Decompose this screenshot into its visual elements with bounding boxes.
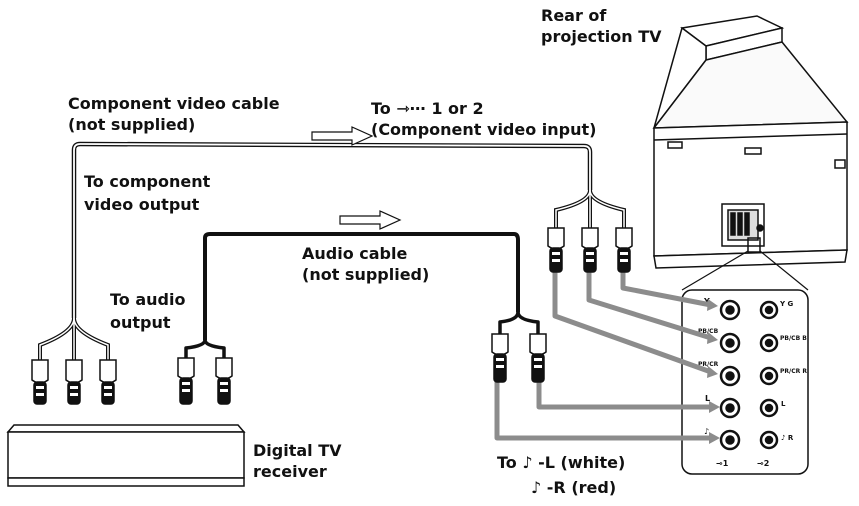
audio-plugs-tv — [491, 333, 547, 383]
to-component-input-label-line1: To ⇾⋯ 1 or 2 — [371, 99, 484, 118]
callout-lines — [681, 250, 809, 291]
component-plugs-receiver — [31, 359, 117, 405]
component-video-cable — [38, 141, 626, 360]
to-audio-input-label-line2: ♪ -R (red) — [531, 478, 617, 497]
digital-tv-receiver-label-line2: receiver — [253, 462, 327, 481]
audio-cable-label-line1: Audio cable — [302, 244, 408, 263]
component-plugs-tv — [547, 227, 633, 273]
to-component-input-label-line2: (Component video input) — [371, 120, 597, 139]
to-component-output-label-line2: video output — [84, 195, 200, 214]
to-component-output-label-line1: To component — [84, 172, 211, 191]
audio-plugs-receiver — [177, 357, 233, 405]
panel-label-audio-2: ♪ R — [781, 434, 794, 442]
panel-label-input-2: ⊸2 — [757, 459, 769, 468]
projection-tv — [652, 15, 849, 269]
panel-label-l-1: L — [705, 394, 710, 403]
panel-label-pb-1: PB/CB — [698, 328, 719, 335]
gray-cable-arrows — [707, 299, 720, 444]
panel-label-pr-2: PR/CR R — [780, 368, 807, 375]
panel-labels-column-2: Y G PB/CB B PR/CR R L ♪ R ⊸2 — [757, 300, 807, 468]
rear-tv-label-line2: projection TV — [541, 27, 662, 46]
audio-cable — [184, 232, 540, 358]
panel-label-l-2: L — [781, 400, 786, 408]
panel-label-input-1: ⊸1 — [716, 459, 729, 468]
component-cable-label-line2: (not supplied) — [68, 115, 196, 134]
input-panel: Y PB/CB PR/CR L ♪ ⊸1 Y G PB/CB B PR/CR R… — [681, 289, 809, 475]
component-cable-label-line1: Component video cable — [68, 94, 280, 113]
panel-label-audio-1: ♪ — [704, 427, 709, 436]
gray-cables — [494, 272, 713, 441]
panel-label-pb-2: PB/CB B — [780, 335, 807, 342]
panel-labels-column-1: Y PB/CB PR/CR L ♪ ⊸1 — [698, 297, 729, 468]
component-direction-arrow — [311, 126, 374, 146]
to-audio-input-label-line1: To ♪ -L (white) — [497, 453, 626, 472]
digital-tv-receiver — [6, 424, 246, 487]
rear-tv-label-line1: Rear of — [541, 6, 607, 25]
audio-direction-arrow — [339, 210, 402, 230]
panel-label-pr-1: PR/CR — [698, 361, 719, 368]
panel-jacks-column-1 — [719, 299, 741, 451]
plugs — [31, 227, 633, 405]
digital-tv-receiver-label-line1: Digital TV — [253, 441, 342, 460]
panel-label-y-2: Y G — [779, 300, 794, 308]
to-audio-output-label-line1: To audio — [110, 290, 186, 309]
audio-cable-label-line2: (not supplied) — [302, 265, 430, 284]
panel-jacks-column-2 — [759, 300, 779, 450]
direction-arrows — [311, 126, 402, 230]
panel-label-y-1: Y — [703, 297, 710, 306]
to-audio-output-label-line2: output — [110, 313, 171, 332]
